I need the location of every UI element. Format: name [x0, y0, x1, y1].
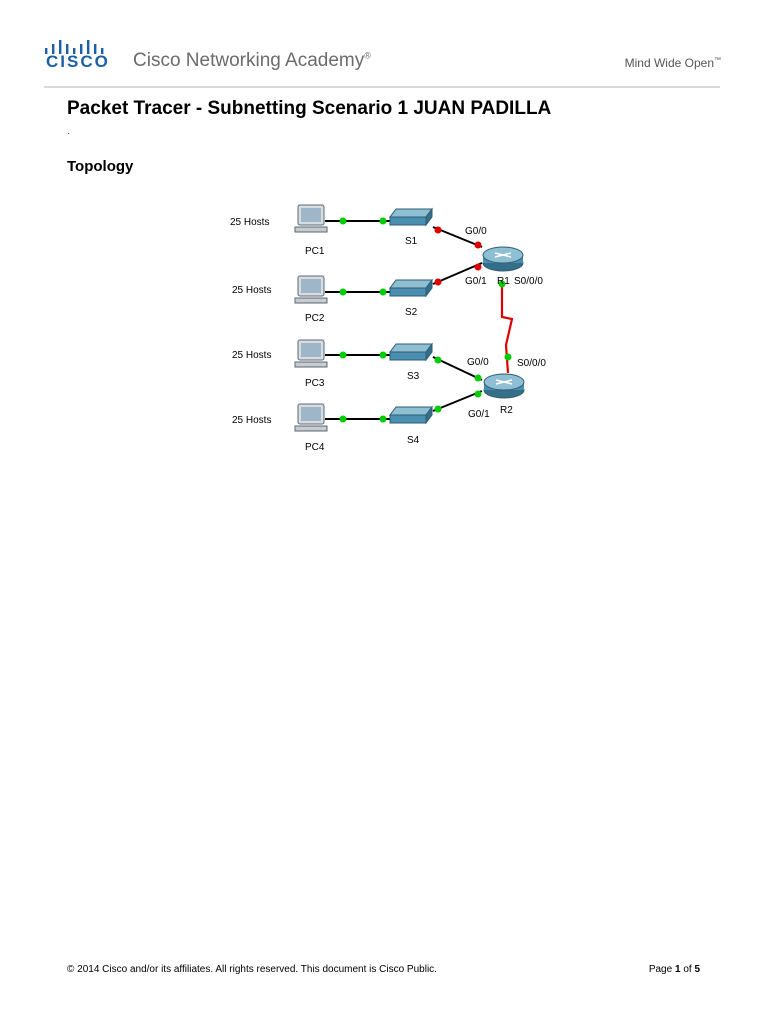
- router-r1-label: R1: [497, 276, 510, 287]
- r2-g01-label: G0/1: [468, 409, 490, 420]
- pc1-label: PC1: [305, 246, 325, 257]
- router-r2-icon: [483, 373, 525, 399]
- pc4-icon: [294, 403, 328, 432]
- r1-g00-label: G0/0: [465, 226, 487, 237]
- page-of: of: [683, 964, 692, 975]
- footer-page-number: Page 1 of 5: [649, 964, 700, 975]
- link-s2-r1: [432, 262, 483, 285]
- pc3-icon: [294, 339, 328, 368]
- host-label-1: 25 Hosts: [230, 217, 269, 228]
- switch-s3-icon: [389, 342, 433, 362]
- r2-g00-label: G0/0: [467, 357, 489, 368]
- pc4-label: PC4: [305, 442, 325, 453]
- switch-s2-icon: [389, 278, 433, 298]
- page-current: 1: [674, 964, 681, 975]
- trademark-mark: ™: [714, 57, 721, 64]
- pc2-icon: [294, 275, 328, 304]
- tagline: Mind Wide Open™: [625, 56, 721, 70]
- section-heading-topology: Topology: [67, 158, 134, 175]
- page-header: CISCO Cisco Networking Academy® Mind Wid…: [0, 0, 768, 90]
- switch-s2-label: S2: [405, 307, 418, 318]
- cisco-wordmark: CISCO: [46, 52, 110, 71]
- academy-name: Cisco Networking Academy®: [133, 50, 371, 72]
- switch-s1-icon: [389, 207, 433, 227]
- r1-s000-label: S0/0/0: [514, 276, 543, 287]
- topology-diagram: 25 Hosts 25 Hosts 25 Hosts 25 Hosts PC1 …: [230, 204, 546, 453]
- router-r2-label: R2: [500, 405, 513, 416]
- link-status-dots: [339, 217, 512, 423]
- host-label-4: 25 Hosts: [232, 415, 271, 426]
- cisco-bridge-logo-icon: [45, 40, 104, 54]
- footer-copyright: © 2014 Cisco and/or its affiliates. All …: [67, 964, 437, 975]
- router-r1-icon: [482, 246, 524, 272]
- switch-s3-label: S3: [407, 371, 420, 382]
- red-dot-marker: ·: [67, 128, 71, 139]
- header-divider: [44, 86, 720, 88]
- r1-g01-label: G0/1: [465, 276, 487, 287]
- switch-s4-label: S4: [407, 435, 420, 446]
- page-label: Page: [648, 964, 673, 975]
- registered-mark: ®: [364, 50, 371, 61]
- r2-s000-label: S0/0/0: [517, 358, 546, 369]
- switch-s4-icon: [389, 405, 433, 425]
- academy-name-text: Cisco Networking Academy: [133, 50, 365, 71]
- tagline-text: Mind Wide Open: [624, 56, 714, 70]
- host-label-2: 25 Hosts: [232, 285, 271, 296]
- ethernet-links: [325, 220, 483, 420]
- page-total: 5: [694, 964, 700, 975]
- pc3-label: PC3: [305, 378, 325, 389]
- pc2-label: PC2: [305, 313, 325, 324]
- pc1-icon: [294, 204, 328, 233]
- page-title: Packet Tracer - Subnetting Scenario 1 JU…: [67, 98, 552, 119]
- host-label-3: 25 Hosts: [232, 350, 271, 361]
- switch-s1-label: S1: [405, 236, 418, 247]
